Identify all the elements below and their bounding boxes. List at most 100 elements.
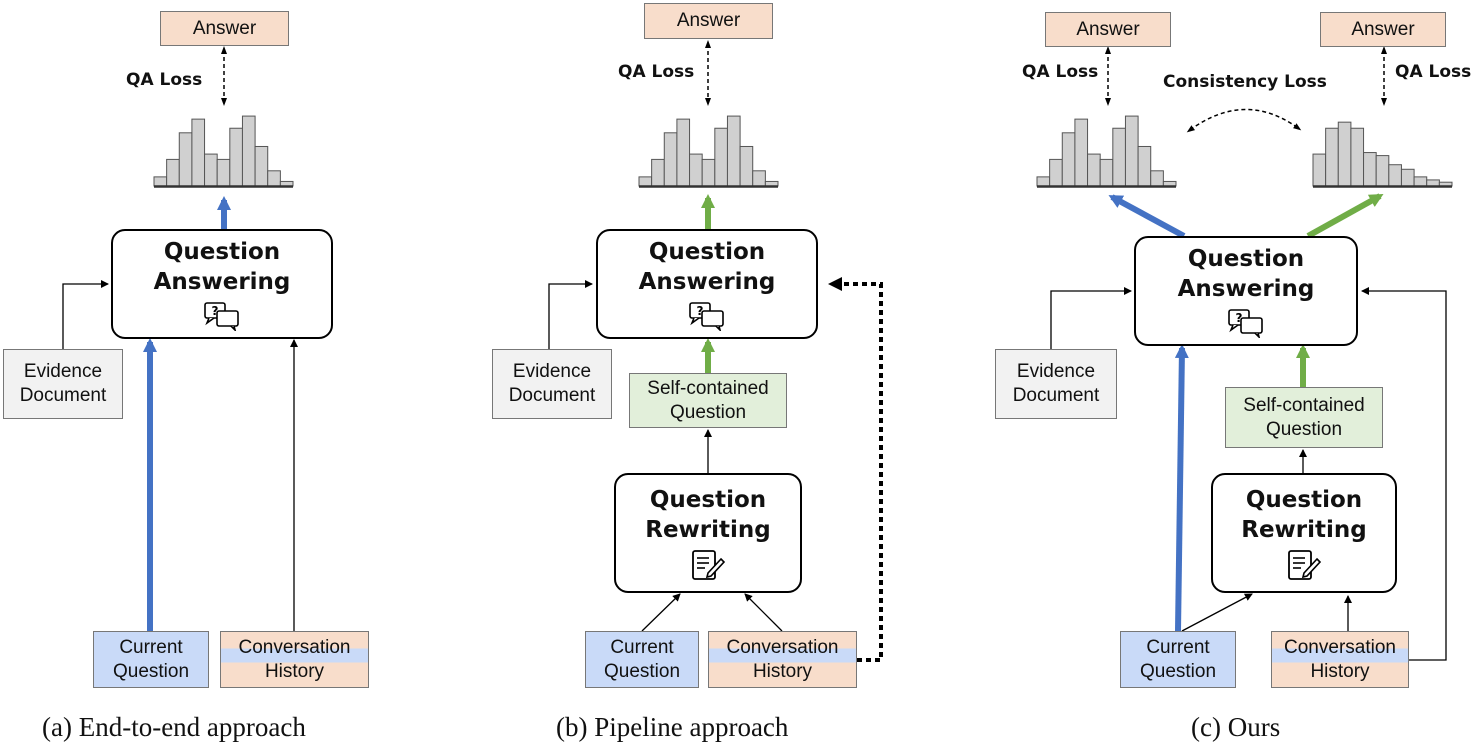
evidence-document-box-c: Evidence Document	[995, 349, 1117, 419]
current-to-qa-arrow-c	[1174, 344, 1189, 632]
histogram-bar	[254, 145, 269, 187]
histogram-bar	[752, 170, 766, 187]
consistency-loss-label: Consistency Loss	[1163, 72, 1327, 92]
evidence-to-qa-arrow-b	[548, 280, 593, 349]
distribution-histogram-b	[638, 115, 779, 188]
histogram-bar	[638, 176, 653, 187]
distribution-histogram-a	[153, 115, 294, 188]
qa-to-dist-left-arrow-c	[1108, 194, 1186, 239]
caption-c: (c) Ours	[1191, 712, 1281, 742]
histogram-bar	[1325, 127, 1339, 187]
history-line2: History	[752, 660, 813, 682]
self-contained-question-box-c: Self-contained Question	[1225, 387, 1383, 448]
answer-box-a: Answer	[160, 11, 289, 46]
history-line2: History	[1310, 660, 1370, 682]
module-title-line1: Question	[1245, 487, 1363, 513]
svg-text:?: ?	[697, 304, 704, 318]
question-rewriting-module-c: Question Rewriting	[1211, 473, 1397, 593]
svg-text:?: ?	[212, 304, 219, 318]
histogram-bar	[1426, 179, 1440, 187]
histogram-bar	[1413, 176, 1428, 187]
history-line1: Conversation	[238, 636, 351, 658]
histogram-bar	[204, 153, 218, 187]
histogram-bar	[1124, 115, 1139, 187]
histogram-bar	[1049, 158, 1063, 187]
evidence-line2: Document	[508, 385, 596, 406]
current-line2: Question	[1139, 660, 1217, 682]
selfq-line2: Question	[669, 401, 747, 423]
histogram-bar	[1061, 132, 1076, 187]
conversation-history-box-a: Conversation History	[220, 631, 369, 688]
histogram-bar	[1087, 153, 1101, 187]
histogram-bar	[216, 158, 231, 187]
histogram-bar	[1400, 168, 1415, 187]
histogram-bar	[1388, 164, 1402, 187]
histogram-bar	[726, 115, 741, 187]
answer-label: Answer	[676, 10, 741, 31]
caption-a: (a) End-to-end approach	[42, 712, 306, 742]
evidence-line1: Evidence	[512, 361, 592, 382]
selfq-line1: Self-contained	[1243, 394, 1365, 416]
history-to-qr-arrow-b	[744, 593, 783, 632]
selfq-line1: Self-contained	[647, 377, 769, 399]
self-contained-question-box-b: Self-contained Question	[629, 373, 787, 428]
module-title-line1: Question	[163, 239, 281, 265]
histogram-bar	[178, 132, 193, 187]
histogram-bar	[676, 118, 691, 187]
history-line1: Conversation	[726, 636, 839, 658]
current-line2: Question	[112, 660, 190, 682]
qa-loss-label-b: QA Loss	[618, 62, 695, 82]
histogram-bar	[1337, 121, 1352, 187]
notepad-pencil-icon	[1288, 550, 1322, 580]
qa-loss-label-a: QA Loss	[126, 70, 203, 90]
history-to-qa-arrow-c	[1361, 287, 1447, 661]
qa-to-dist-right-arrow-c	[1306, 193, 1384, 239]
histogram-bar	[1150, 170, 1164, 187]
histogram-bar	[1036, 176, 1051, 187]
module-title-line1: Question	[649, 487, 767, 513]
current-line2: Question	[603, 660, 681, 682]
module-title-line2: Answering	[153, 269, 291, 295]
evidence-line2: Document	[19, 385, 107, 406]
answer-box-b: Answer	[644, 3, 773, 39]
histogram-bar	[714, 127, 728, 187]
caption-b: (b) Pipeline approach	[556, 712, 789, 742]
module-title-line2: Rewriting	[1241, 517, 1367, 543]
question-answering-module-c: Question Answering ?	[1134, 236, 1358, 346]
module-title-line1: Question	[648, 239, 766, 265]
histogram-bar	[739, 145, 754, 187]
distribution-histogram-c-left	[1036, 115, 1177, 188]
histogram-bar	[1112, 127, 1126, 187]
question-rewriting-module-b: Question Rewriting	[614, 473, 802, 593]
histogram-bar	[191, 118, 206, 187]
notepad-pencil-icon	[692, 550, 726, 580]
chat-question-icon: ?	[689, 302, 724, 331]
module-title-line1: Question	[1187, 246, 1305, 272]
svg-text:?: ?	[1236, 311, 1243, 325]
histogram-bar	[1099, 158, 1114, 187]
histogram-bar	[1350, 127, 1365, 187]
selfq-line2: Question	[1265, 418, 1343, 440]
question-answering-module-a: Question Answering ?	[111, 229, 333, 339]
history-line2: History	[264, 660, 325, 682]
evidence-line1: Evidence	[23, 361, 103, 382]
module-title-line2: Answering	[1177, 276, 1315, 302]
histogram-bar	[1137, 145, 1152, 187]
answer-label: Answer	[1351, 18, 1415, 40]
distribution-histogram-c-right	[1312, 121, 1453, 188]
evidence-to-qa-arrow-c	[1050, 287, 1132, 349]
histogram-bar	[267, 170, 281, 187]
answer-label: Answer	[192, 17, 257, 39]
histogram-bar	[166, 158, 180, 187]
evidence-line2: Document	[1012, 385, 1100, 406]
evidence-to-qa-arrow-a	[62, 280, 109, 349]
answer-label: Answer	[1076, 18, 1140, 40]
current-to-qr-arrow-b	[641, 593, 681, 632]
current-to-qr-arrow-c	[1181, 593, 1253, 632]
histogram-bar	[241, 115, 256, 187]
histogram-bar	[1363, 152, 1377, 187]
evidence-document-box-a: Evidence Document	[3, 349, 123, 419]
answer-box-c-left: Answer	[1045, 12, 1171, 47]
histogram-bar	[651, 158, 665, 187]
